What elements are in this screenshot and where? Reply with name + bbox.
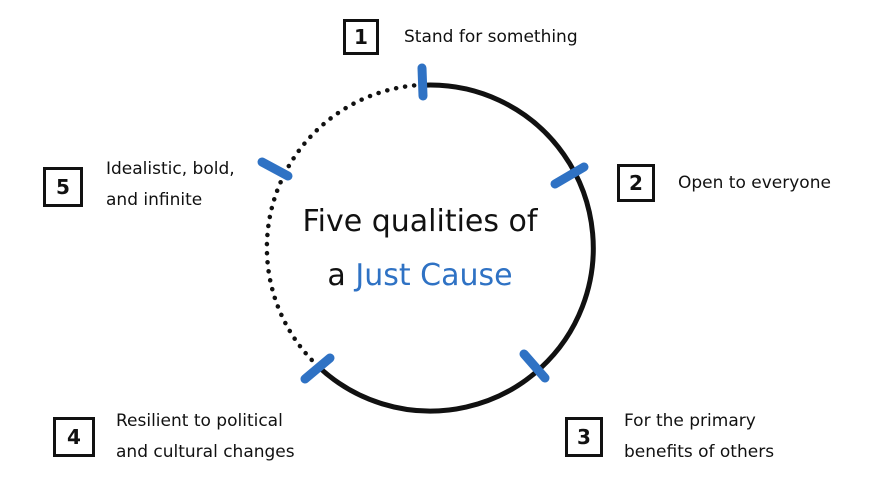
quality-2-text: Open to everyone <box>678 168 831 199</box>
quality-3-number-box: 3 <box>565 417 603 457</box>
quality-2-line-1: Open to everyone <box>678 173 831 193</box>
tick-marker-1 <box>417 63 428 101</box>
quality-4-number-box: 4 <box>53 417 95 457</box>
title-line-1: Five qualities of <box>302 204 538 239</box>
quality-4-line-2: and cultural changes <box>116 442 295 462</box>
quality-3-line-1: For the primary <box>624 411 756 431</box>
quality-1-line-1: Stand for something <box>404 27 578 47</box>
quality-1-text: Stand for something <box>404 22 578 53</box>
diagram-title: Five qualities of a Just Cause <box>260 195 580 303</box>
title-line-2: a Just Cause <box>260 249 580 303</box>
tick-marker-3 <box>519 349 550 383</box>
tick-marker-5 <box>257 157 293 181</box>
quality-3-text: For the primary benefits of others <box>624 406 774 468</box>
quality-4-line-1: Resilient to political <box>116 411 283 431</box>
tick-marker-2 <box>550 162 589 189</box>
quality-4-text: Resilient to political and cultural chan… <box>116 406 295 468</box>
tick-marker-4 <box>300 353 335 384</box>
title-line-2-prefix: a <box>327 258 346 293</box>
quality-3-line-2: benefits of others <box>624 442 775 462</box>
quality-5-number-box: 5 <box>43 167 83 207</box>
quality-5-line-2: and infinite <box>106 190 203 210</box>
quality-5-text: Idealistic, bold, and infinite <box>106 154 235 216</box>
quality-1-number-box: 1 <box>343 19 379 55</box>
solid-arc <box>315 82 596 414</box>
quality-5-line-1: Idealistic, bold, <box>106 159 235 179</box>
quality-2-number-box: 2 <box>617 164 655 202</box>
dotted-arc <box>264 83 418 369</box>
title-highlight: Just Cause <box>355 258 513 293</box>
